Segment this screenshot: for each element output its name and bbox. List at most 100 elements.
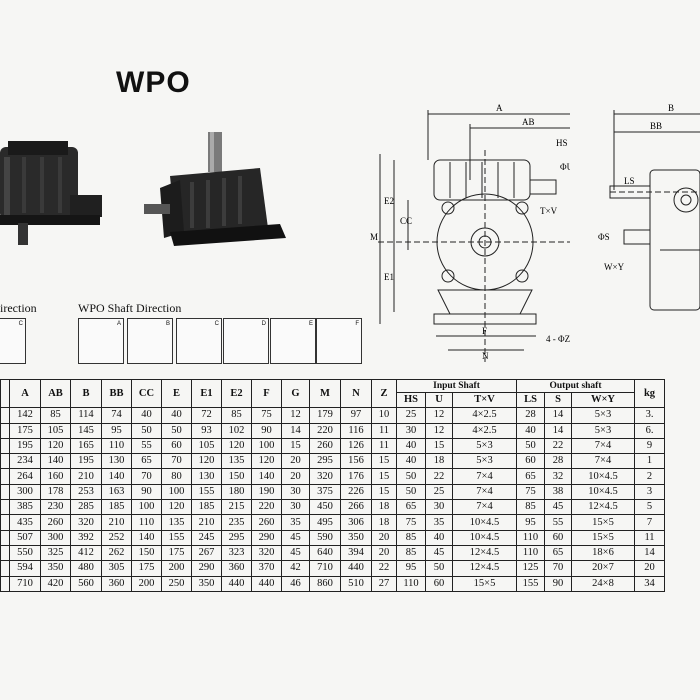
table-cell: 305: [101, 560, 132, 577]
table-cell: 74: [101, 407, 132, 424]
table-group-output-shaft: Output shaft: [516, 379, 635, 393]
table-cell: 266: [340, 499, 372, 516]
table-cell: 140: [131, 529, 162, 546]
table-cell: 75: [396, 514, 426, 531]
table-cell: 100: [251, 437, 282, 455]
table-cell: 5×3: [571, 422, 635, 439]
table-cell: 140: [40, 453, 71, 470]
table-cell: 50: [131, 422, 162, 439]
table-cell: 185: [101, 499, 132, 516]
shaft-direction-letter: B: [165, 321, 170, 327]
dim-label-m: M: [370, 232, 378, 242]
shaft-direction-panel: C: [0, 318, 26, 364]
dim-label-e2: E2: [384, 196, 394, 206]
table-cell: 12×4.5: [452, 544, 517, 562]
table-cell: 55: [544, 514, 572, 531]
shaft-direction-letter: A: [116, 321, 121, 327]
table-cell: 15: [371, 483, 397, 501]
table-cell: 5×3: [452, 437, 517, 455]
table-cell: 60: [161, 437, 192, 455]
table-cell: 60: [425, 575, 453, 592]
table-header-cell: G: [281, 378, 310, 409]
table-cell: 10: [371, 407, 397, 424]
table-cell: 200: [131, 575, 162, 592]
table-cell: 40: [396, 437, 426, 455]
table-cell: 55: [131, 437, 162, 455]
table-header-cell: W×Y: [571, 391, 635, 409]
table-header-cell: E1: [191, 378, 222, 409]
dim-label-hs: HS: [556, 138, 568, 148]
table-cell: 560: [70, 575, 102, 592]
table-cell: 85: [221, 407, 252, 424]
table-header-cell: kg: [634, 378, 665, 409]
table-cell: 190: [251, 483, 282, 501]
shaft-direction-panel: E: [270, 318, 316, 364]
table-cell: 7×4: [571, 453, 635, 470]
table-cell: 290: [191, 560, 222, 577]
table-cell: 20: [634, 560, 665, 577]
table-cell: 7×4: [452, 499, 517, 516]
table-cell: 90: [251, 422, 282, 439]
table-header-cell: Z: [371, 378, 397, 409]
table-cell: 435: [9, 514, 41, 531]
table-cell: 325: [40, 544, 71, 562]
dim-label-u: ΦU: [560, 162, 570, 172]
table-cell: 110: [131, 514, 162, 531]
table-cell: 20: [371, 529, 397, 546]
table-cell: 28: [516, 407, 545, 424]
dim-label-wy: W×Y: [604, 262, 625, 272]
dim-label-ab: AB: [522, 117, 535, 127]
table-cell: 320: [251, 544, 282, 562]
table-cell: 105: [40, 422, 71, 439]
table-cell: 27: [371, 575, 397, 592]
table-cell: [0, 575, 10, 592]
table-cell: [0, 514, 10, 531]
table-cell: 412: [70, 544, 102, 562]
table-cell: 285: [70, 499, 102, 516]
table-cell: 150: [221, 468, 252, 485]
table-cell: 710: [309, 560, 341, 577]
table-cell: 22: [425, 468, 453, 485]
dim-label-f: F: [482, 326, 487, 336]
table-cell: 14: [281, 422, 310, 439]
table-cell: 40: [161, 407, 192, 424]
table-cell: 300: [40, 529, 71, 546]
table-cell: 507: [9, 529, 41, 546]
table-cell: 6.: [634, 422, 665, 439]
shaft-direction-panel: D: [223, 318, 269, 364]
table-cell: 30: [281, 483, 310, 501]
table-cell: 12×4.5: [452, 560, 517, 577]
table-cell: 2: [634, 468, 665, 485]
table-cell: 165: [70, 437, 102, 455]
table-header-cell: B: [70, 378, 102, 409]
table-cell: 40: [396, 453, 426, 470]
table-cell: 1: [634, 453, 665, 470]
table-cell: 12: [425, 407, 453, 424]
table-header-cell: E2: [221, 378, 252, 409]
table-cell: 15: [371, 468, 397, 485]
gearbox-photo-side: [0, 141, 102, 245]
table-cell: 163: [101, 483, 132, 501]
table-cell: 120: [191, 453, 222, 470]
table-cell: 45: [544, 499, 572, 516]
table-cell: 18: [371, 499, 397, 516]
shaft-direction-panel: F: [316, 318, 362, 364]
table-cell: 4×2.5: [452, 422, 517, 439]
table-cell: 95: [516, 514, 545, 531]
table-cell: 210: [70, 468, 102, 485]
table-cell: 290: [251, 529, 282, 546]
table-cell: 370: [251, 560, 282, 577]
table-cell: 350: [340, 529, 372, 546]
table-header-cell: N: [340, 378, 372, 409]
table-cell: 155: [191, 483, 222, 501]
table-cell: 50: [396, 483, 426, 501]
table-cell: 7: [634, 514, 665, 531]
table-cell: 262: [101, 544, 132, 562]
dim-label-e1: E1: [384, 272, 394, 282]
table-cell: [0, 407, 10, 424]
table-cell: 156: [340, 453, 372, 470]
